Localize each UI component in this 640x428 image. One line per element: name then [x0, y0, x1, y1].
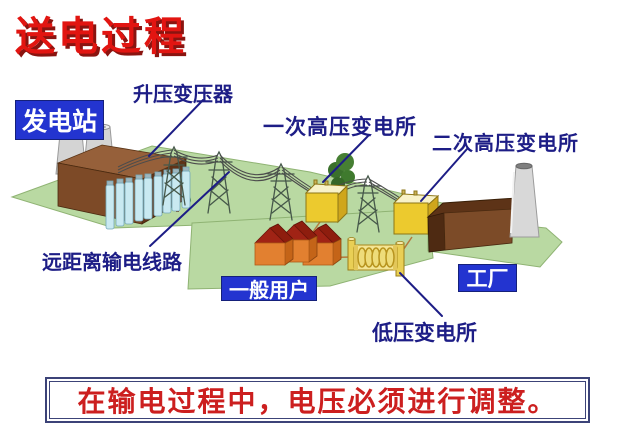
chimney-icon	[509, 162, 540, 238]
leader-lines	[148, 99, 468, 317]
label-long-distance-line: 远距离输电线路	[42, 252, 182, 274]
note-text: 在输电过程中，电压必须进行调整。	[49, 381, 586, 419]
power-station	[55, 123, 191, 230]
label-primary-hv-substation: 一次高压变电所	[263, 116, 417, 139]
secondary-substation-icon	[392, 189, 440, 236]
tag-power-station: 发电站	[15, 100, 104, 140]
note-box: 在输电过程中，电压必须进行调整。	[45, 377, 590, 423]
primary-substation-icon	[304, 179, 349, 224]
tag-general-users: 一般用户	[221, 276, 317, 302]
transformer-bank-icon	[105, 166, 191, 230]
leader-low-voltage	[399, 272, 443, 317]
leader-long-distance	[149, 171, 230, 247]
transmission-towers	[160, 145, 382, 233]
transmission-tower-icon	[205, 150, 233, 214]
label-step-up-transformer: 升压变压器	[133, 84, 233, 106]
leader-step-up	[148, 99, 204, 157]
transmission-tower-icon	[160, 145, 188, 206]
transmission-tower-icon	[354, 174, 382, 233]
tag-factory: 工厂	[458, 264, 517, 292]
transmission-tower-icon	[267, 162, 295, 221]
leader-secondary	[420, 148, 468, 202]
page-title: 送电过程	[15, 15, 187, 59]
houses-icon	[254, 220, 342, 266]
label-low-voltage-substation: 低压变电所	[372, 322, 477, 345]
factory-building-icon	[426, 197, 518, 253]
label-secondary-hv-substation: 二次高压变电所	[432, 133, 579, 155]
leader-primary	[322, 135, 369, 183]
coil-transformer-icon	[347, 237, 405, 277]
